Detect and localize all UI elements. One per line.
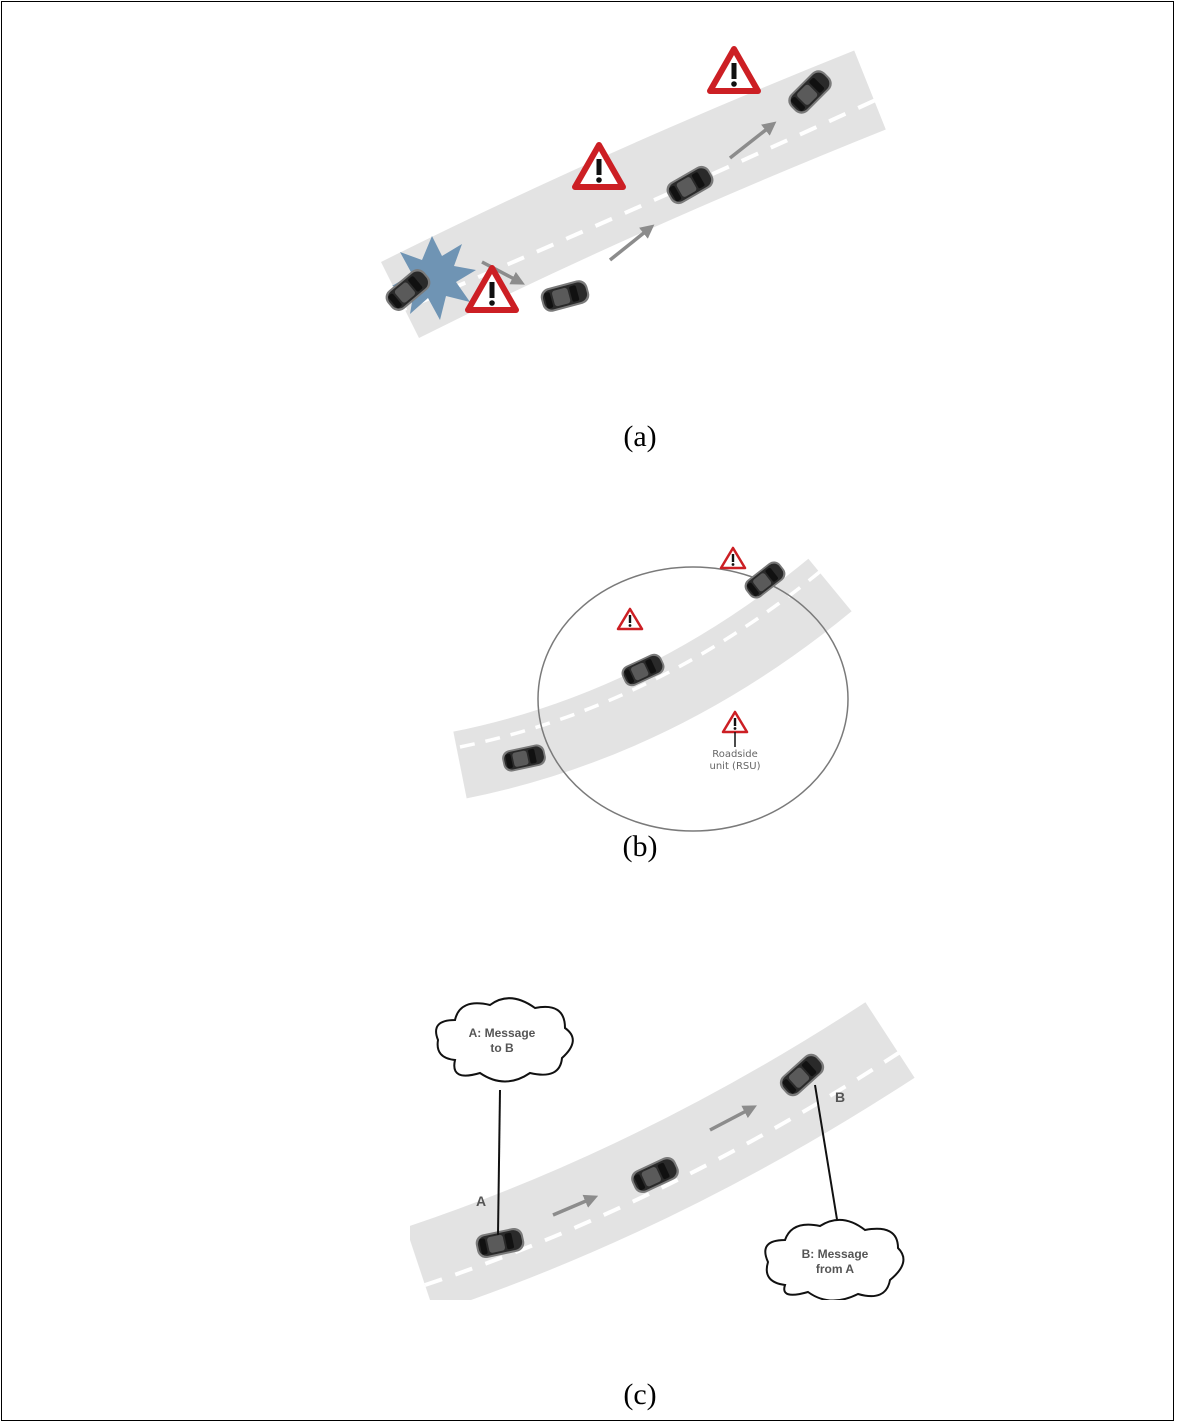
speech-cloud-icon: A: Message to B [436, 998, 573, 1081]
warning-triangle-icon [618, 609, 642, 629]
warning-triangle-icon [710, 49, 758, 91]
panel-b-diagram: Roadside unit (RSU) [450, 525, 870, 840]
warning-triangle-icon [721, 548, 745, 568]
cloud-b-line2: from A [816, 1262, 855, 1276]
panel-c-diagram: A B A: Message to B B: Message from A [410, 940, 930, 1300]
caption-c: (c) [590, 1378, 690, 1412]
caption-b: (b) [590, 830, 690, 864]
caption-a: (a) [590, 420, 690, 454]
label-a: A [476, 1193, 486, 1209]
cloud-a-line2: to B [490, 1041, 514, 1055]
panel-a-diagram [360, 30, 900, 360]
car-icon [539, 278, 592, 314]
lane-marking-a [390, 98, 880, 315]
road-a [400, 90, 870, 300]
rsu-warning-icon [723, 712, 747, 732]
label-b: B [835, 1089, 845, 1105]
cloud-b-line1: B: Message [802, 1247, 869, 1261]
speech-cloud-icon: B: Message from A [765, 1220, 903, 1300]
rsu-label-line2: unit (RSU) [710, 761, 761, 772]
rsu-label-line1: Roadside [712, 749, 758, 760]
cloud-a-line1: A: Message [469, 1026, 536, 1040]
